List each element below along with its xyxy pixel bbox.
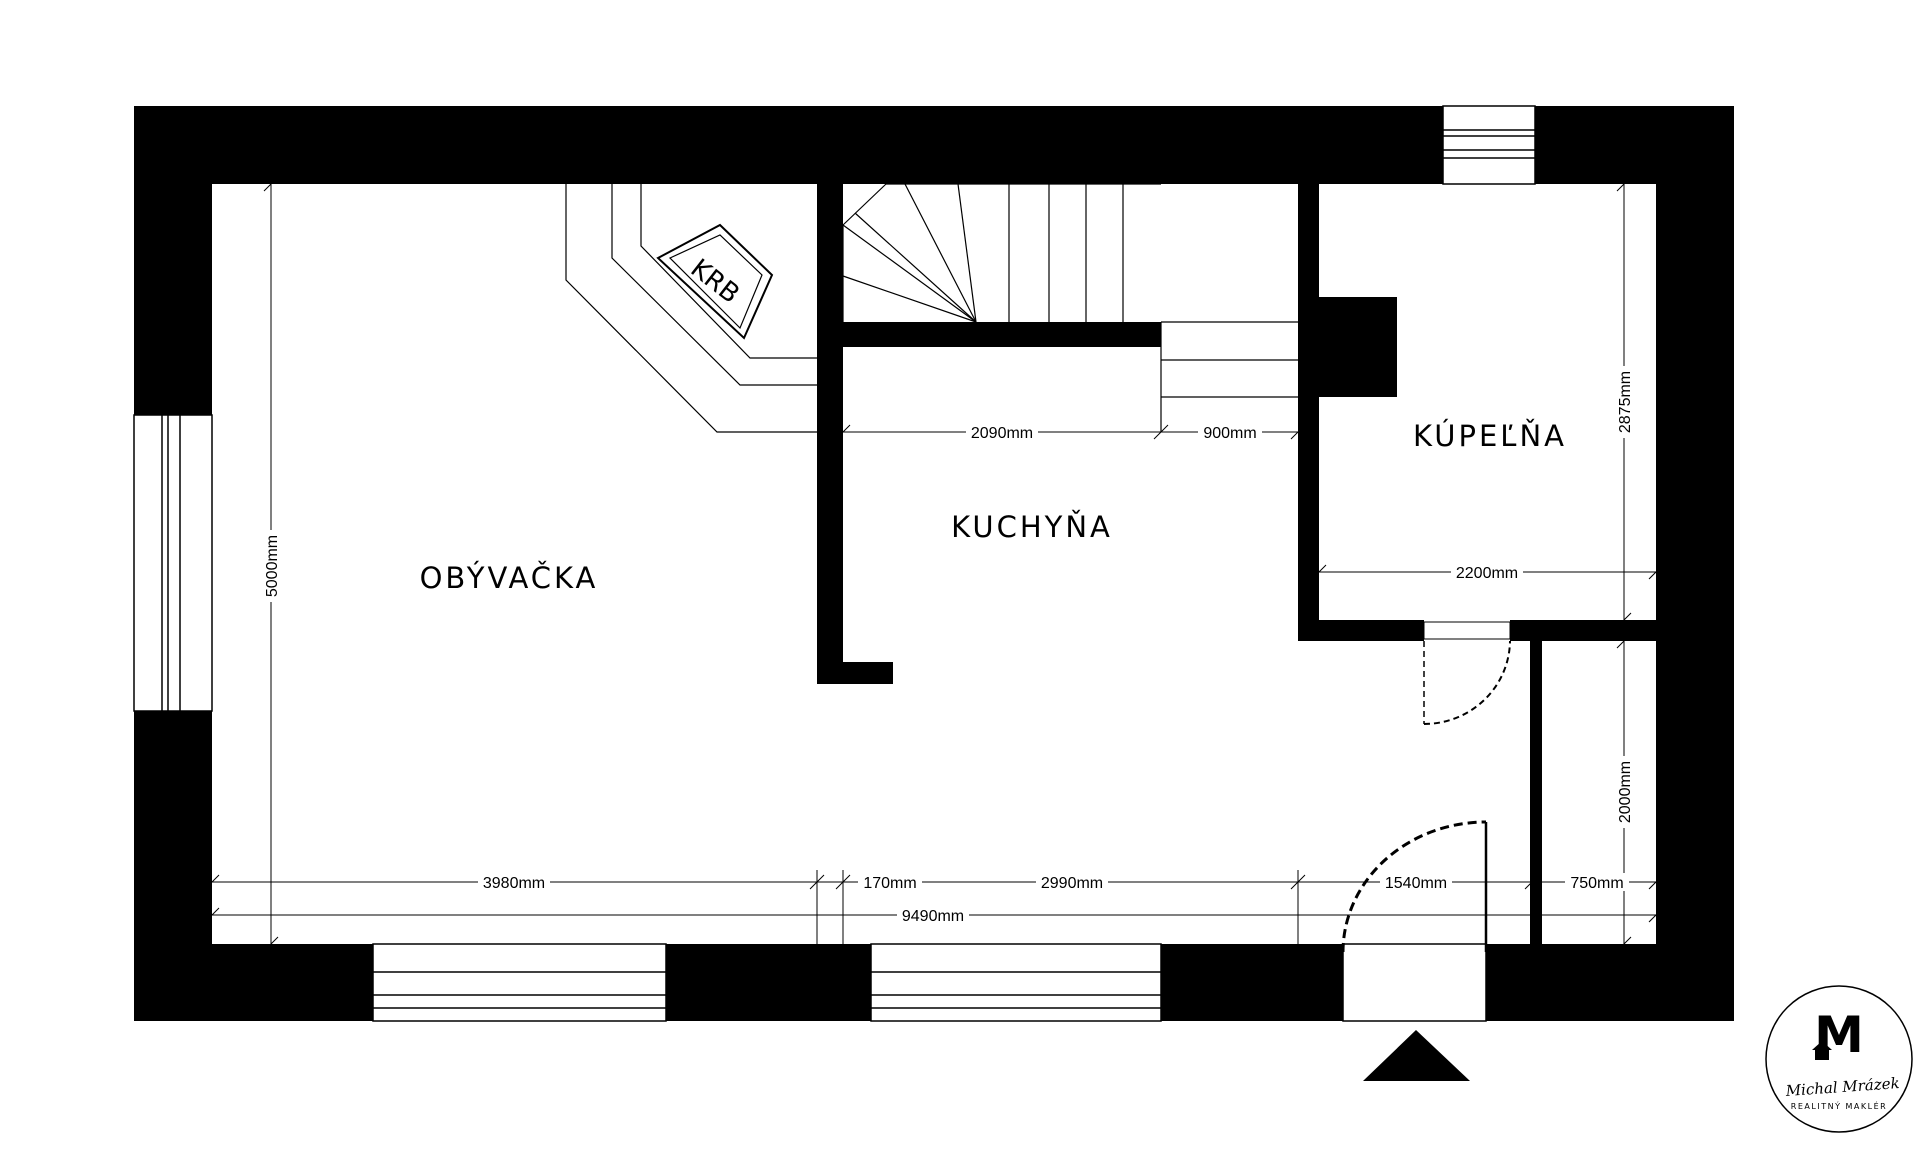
fireplace <box>565 184 817 433</box>
entrance-arrow <box>1363 1030 1470 1081</box>
bathroom-door <box>1423 621 1511 725</box>
room-label-kupelna: KÚPEĽŇA <box>1413 419 1567 453</box>
room-label-kuchyna: KUCHYŇA <box>951 510 1113 544</box>
staircase <box>842 183 1298 432</box>
room-label-obyvacka: OBÝVAČKA <box>420 561 599 595</box>
dim-total-width: 9490mm <box>902 908 964 925</box>
agent-logo: M Michal Mrázek REALITNÝ MAKLÉR <box>1765 985 1913 1133</box>
dim-seg-1540: 1540mm <box>1385 875 1447 892</box>
window-top-bath <box>1442 105 1536 185</box>
dim-seg-3980: 3980mm <box>483 875 545 892</box>
entrance-door <box>1341 820 1488 1022</box>
outer-walls <box>134 106 1734 1021</box>
interior-walls <box>817 184 1656 944</box>
dim-seg-750: 750mm <box>1570 875 1623 892</box>
logo-subtitle: REALITNÝ MAKLÉR <box>1791 1100 1887 1111</box>
dim-stair-width: 900mm <box>1203 425 1256 442</box>
house-icon <box>1812 1041 1832 1060</box>
dim-seg-170: 170mm <box>863 875 916 892</box>
dim-closet-height: 2000mm <box>1617 761 1634 823</box>
dimension-labels: 5000mm 2090mm 900mm 2875mm 2200mm 2000mm… <box>262 366 1634 925</box>
dim-seg-2990: 2990mm <box>1041 875 1103 892</box>
dim-bath-height: 2875mm <box>1617 371 1634 433</box>
dim-bath-width: 2200mm <box>1456 565 1518 582</box>
krb-label: KRB <box>685 253 745 309</box>
dim-living-height: 5000mm <box>264 535 281 597</box>
dim-kitchen-width: 2090mm <box>971 425 1033 442</box>
window-left <box>133 414 213 712</box>
window-bottom-left <box>372 943 667 1022</box>
window-bottom-middle <box>870 943 1162 1022</box>
